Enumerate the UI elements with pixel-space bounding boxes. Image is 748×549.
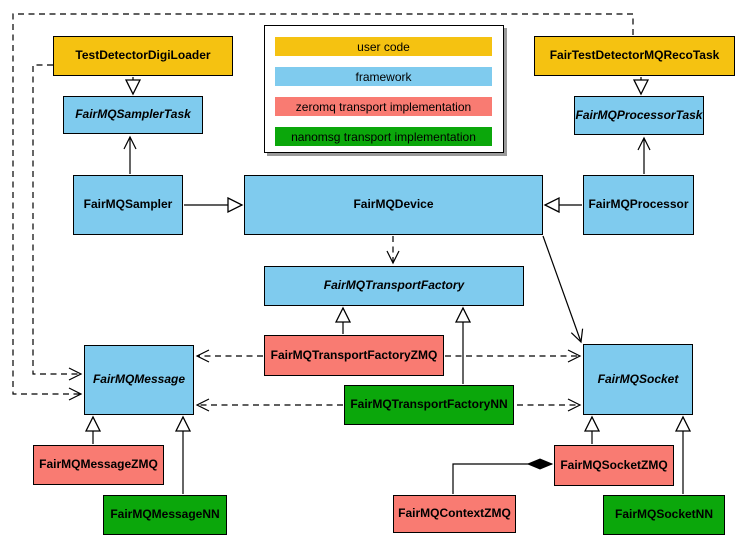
legend-box: user code framework zeromq transport imp… (264, 25, 504, 153)
node-fairmqsampler: FairMQSampler (73, 175, 183, 235)
node-fairmqsamplertask: FairMQSamplerTask (63, 96, 203, 134)
node-fairmqsocketzmq: FairMQSocketZMQ (554, 445, 674, 486)
node-fairmqsocketnn: FairMQSocketNN (603, 495, 725, 535)
node-fairmqtransportfactorynn: FairMQTransportFactoryNN (344, 385, 514, 425)
node-fairmqcontextzmq: FairMQContextZMQ (393, 495, 516, 533)
edge-composition-fairmqsocketzmq-fairmqcontextzmq (452, 464, 552, 494)
legend-item-framework: framework (275, 67, 492, 86)
node-fairmqprocessor: FairMQProcessor (583, 175, 694, 235)
node-fairmqsocket: FairMQSocket (583, 344, 693, 415)
node-fairmqmessagenn: FairMQMessageNN (103, 495, 227, 535)
node-fairmqtransportfactory: FairMQTransportFactory (264, 266, 524, 306)
node-fairmqprocessortask: FairMQProcessorTask (574, 96, 704, 135)
edge-association-fairmqdevice-fairmqsocket (542, 235, 584, 344)
node-fairtestdetectormqrecotask: FairTestDetectorMQRecoTask (534, 36, 735, 76)
node-fairmqdevice: FairMQDevice (244, 175, 543, 235)
node-fairmqtransportfactoryzmq: FairMQTransportFactoryZMQ (264, 335, 444, 376)
node-testdetectordigiloader: TestDetectorDigiLoader (53, 36, 233, 76)
edge-dependency-fairtestdetectormqrecotask-fairmqmessage (12, 13, 634, 401)
legend-item-user-code: user code (275, 37, 492, 56)
legend-item-zeromq: zeromq transport implementation (275, 97, 492, 116)
legend-item-nanomsg: nanomsg transport implementation (275, 127, 492, 146)
node-fairmqmessage: FairMQMessage (84, 345, 194, 415)
node-fairmqmessagezmq: FairMQMessageZMQ (33, 445, 164, 485)
